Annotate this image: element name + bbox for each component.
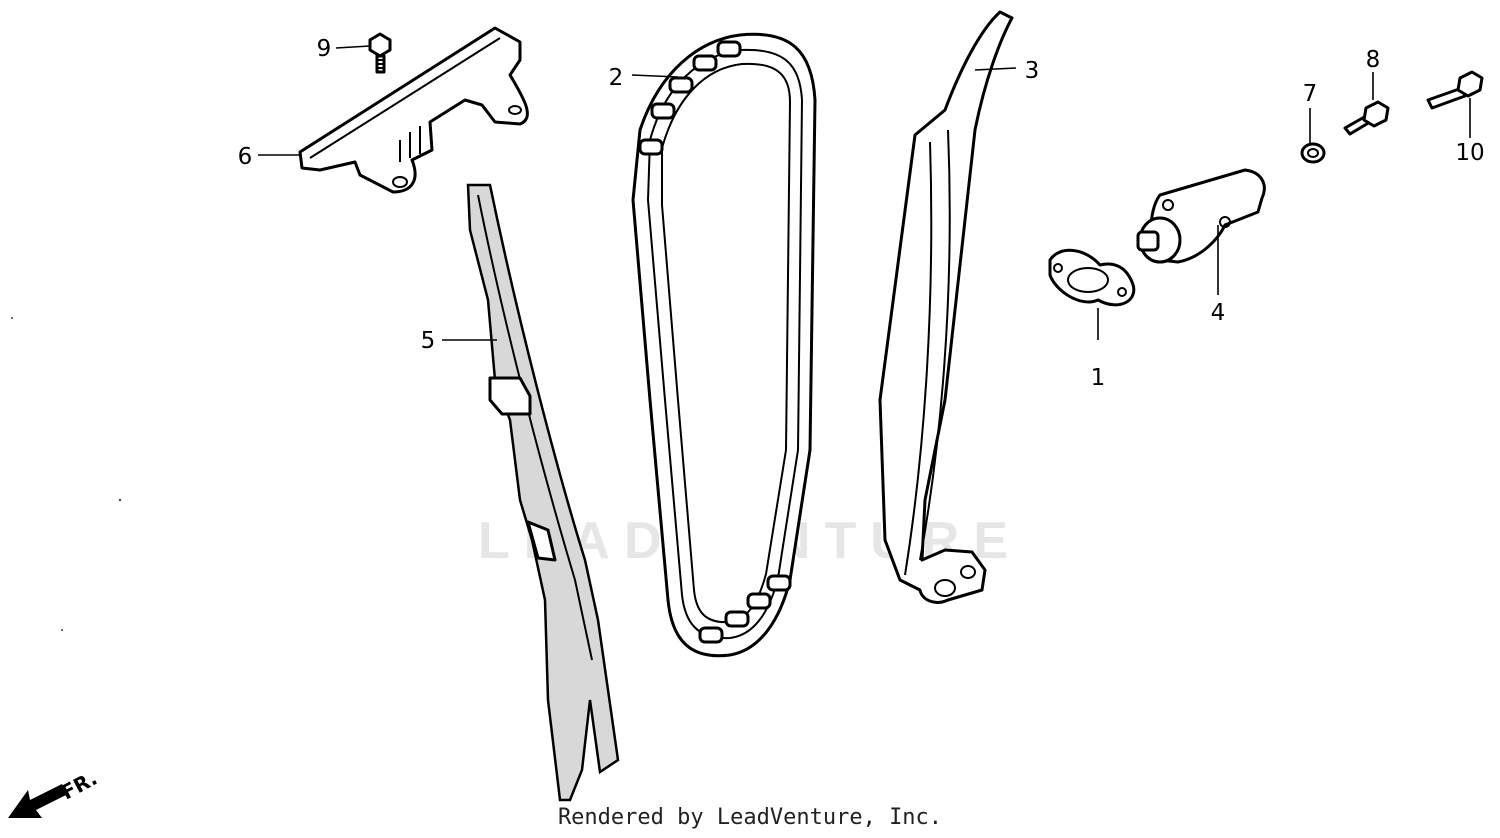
bolt-8-part: [1343, 100, 1390, 136]
speck: [61, 629, 63, 631]
front-direction-label: FR.: [57, 766, 101, 805]
callout-6: 6: [238, 144, 253, 170]
cam-chain-part: [631, 32, 817, 658]
leader-lines: [258, 45, 1471, 341]
callout-2: 2: [609, 65, 624, 91]
callout-5: 5: [421, 328, 436, 354]
speck: [11, 317, 13, 319]
gasket-part: [1048, 248, 1136, 307]
callout-4: 4: [1211, 300, 1226, 326]
chain-links-bottom: [698, 574, 792, 644]
tensioner-lifter-part: [1136, 168, 1266, 264]
callout-1: 1: [1091, 365, 1106, 391]
chain-links-top: [638, 40, 742, 156]
callout-7: 7: [1303, 81, 1318, 107]
callout-3: 3: [1025, 58, 1040, 84]
washer-part: [1300, 142, 1326, 164]
callout-10: 10: [1455, 140, 1484, 166]
callout-8: 8: [1366, 47, 1381, 73]
upper-guide-part: [298, 26, 529, 194]
footer-credit: Rendered by LeadVenture, Inc.: [557, 805, 943, 830]
callouts: 1 2 3 4 5 6 7 8 9 10: [238, 36, 1485, 391]
tensioner-slipper-part: [878, 10, 1014, 604]
speck: [118, 498, 122, 502]
front-arrow-icon: [8, 784, 68, 818]
bolt-10-part: [1426, 70, 1484, 110]
bolt-9-part: [368, 32, 392, 74]
chain-guide-part: [466, 183, 620, 802]
callout-9: 9: [317, 36, 332, 62]
